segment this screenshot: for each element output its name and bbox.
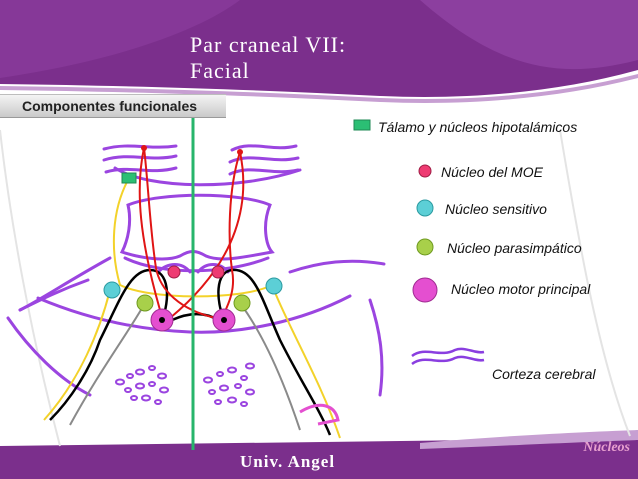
parasympathetic-tracts — [69, 302, 301, 431]
sensory-nucleus-right — [265, 277, 283, 295]
section-label: Componentes funcionales — [22, 98, 198, 114]
legend-label-parasympathetic: Núcleo parasimpático — [447, 240, 582, 256]
section-label-bar: Componentes funcionales — [0, 94, 226, 118]
slide-title-line2: Facial — [190, 58, 250, 83]
brain-outline — [6, 144, 386, 397]
legend-label-thalamus: Tálamo y núcleos hipotalámicos — [378, 119, 578, 135]
slide-title-line1: Par craneal VII: — [190, 32, 347, 57]
corticobulbar-tracts — [138, 147, 245, 319]
parasympathetic-nucleus-right — [233, 294, 251, 312]
legend-label-sensory: Núcleo sensitivo — [445, 201, 547, 217]
sensory-nucleus-left — [103, 281, 121, 299]
green-square-icon — [353, 119, 371, 131]
top-banner — [0, 0, 638, 103]
footer-section-label: Núcleos — [583, 440, 630, 455]
moe-nucleus-right — [211, 265, 225, 279]
moe-nucleus-left — [167, 265, 181, 279]
diagram-nuclei — [103, 145, 283, 332]
dotted-nuclei-left — [115, 365, 169, 405]
magenta-dot-icon — [412, 277, 438, 303]
footer-organization: Univ. Angel — [240, 452, 336, 471]
dotted-nuclei-right — [203, 362, 255, 407]
frame-lines — [0, 129, 631, 447]
slide-title: Par craneal VII: Facial — [190, 32, 346, 84]
thalamus-nucleus-marker — [121, 172, 137, 184]
motor-tracts — [49, 268, 332, 436]
facial-nerve-marker — [299, 403, 340, 426]
legend-label-cortex: Corteza cerebral — [492, 366, 596, 382]
lime-dot-icon — [416, 238, 434, 256]
wavy-line-icon — [411, 347, 485, 366]
sensory-tracts — [43, 179, 341, 439]
bottom-banner — [0, 430, 638, 479]
red-dot-icon — [418, 164, 432, 178]
parasympathetic-nucleus-left — [136, 294, 154, 312]
cyan-dot-icon — [416, 199, 434, 217]
legend-label-moe: Núcleo del MOE — [441, 164, 543, 180]
legend-icons — [353, 119, 485, 366]
legend-label-motor: Núcleo motor principal — [451, 281, 591, 297]
